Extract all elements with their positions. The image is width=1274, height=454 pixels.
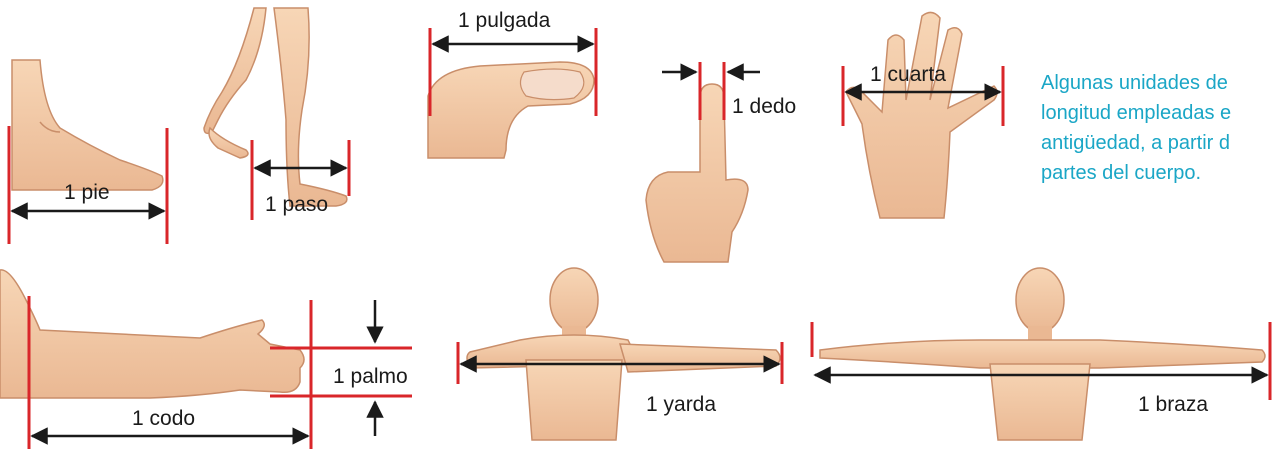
label-pie: 1 pie — [64, 182, 110, 203]
label-palmo: 1 palmo — [333, 366, 408, 387]
label-paso: 1 paso — [265, 194, 328, 215]
label-codo: 1 codo — [132, 408, 195, 429]
thumb-drawing — [428, 62, 594, 158]
caption-line: longitud empleadas e — [1041, 98, 1274, 128]
foot-drawing — [12, 60, 163, 190]
label-pulgada: 1 pulgada — [458, 10, 550, 31]
figure-caption: Algunas unidades de longitud empleadas e… — [1041, 68, 1274, 188]
label-cuarta: 1 cuarta — [870, 64, 946, 85]
torso-one-arm-drawing — [467, 268, 780, 440]
caption-line: antigüedad, a partir d — [1041, 128, 1274, 158]
legs-walking-drawing — [204, 8, 347, 206]
label-dedo: 1 dedo — [732, 96, 796, 117]
label-braza: 1 braza — [1138, 394, 1208, 415]
caption-line: Algunas unidades de — [1041, 68, 1274, 98]
label-yarda: 1 yarda — [646, 394, 716, 415]
forearm-drawing — [0, 270, 304, 398]
caption-line: partes del cuerpo. — [1041, 158, 1274, 188]
spread-hand-drawing — [846, 12, 997, 218]
